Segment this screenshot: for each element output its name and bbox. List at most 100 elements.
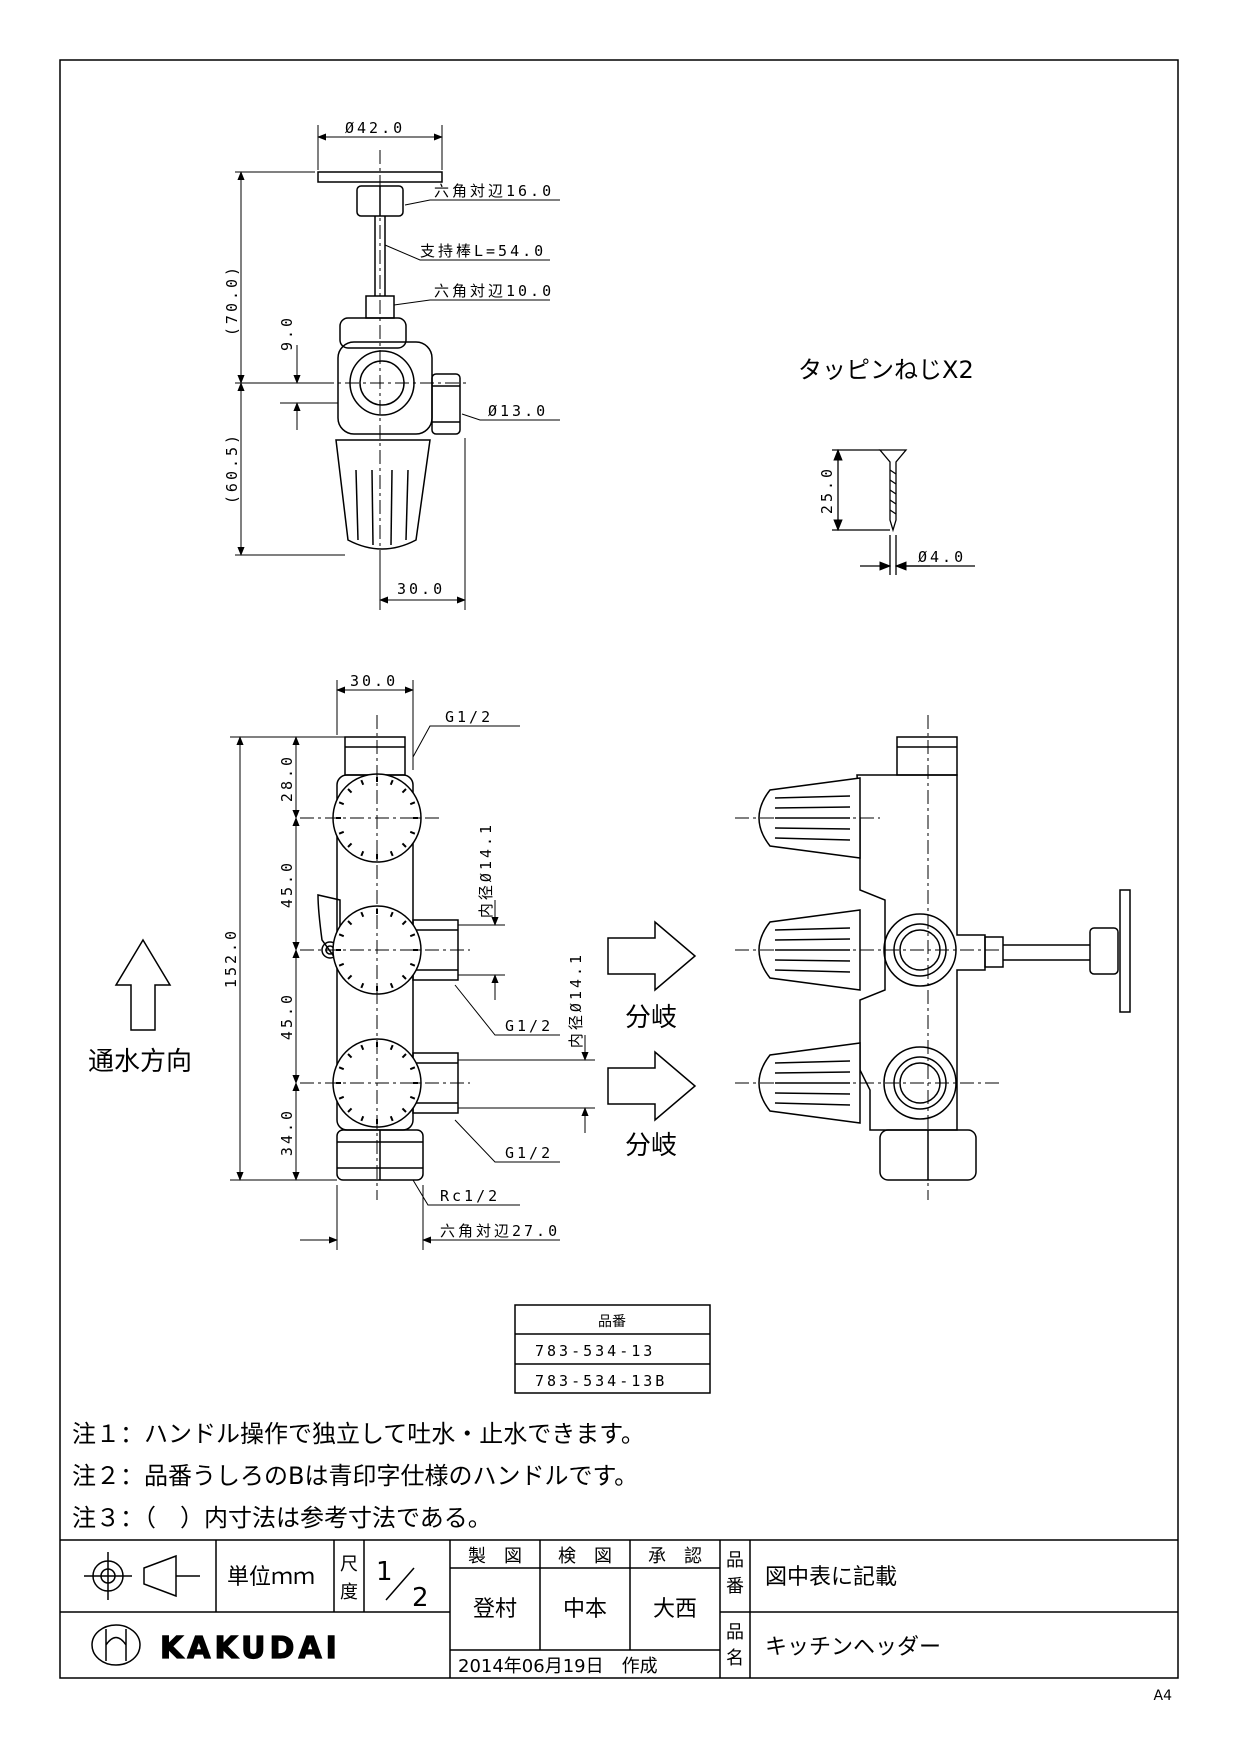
knob-tick — [347, 1053, 353, 1059]
part-number-2: 783-534-13B — [535, 1372, 667, 1390]
drawn-by: 登村 — [473, 1597, 517, 1622]
drawing-date: 2014年06月19日 作成 — [458, 1656, 658, 1677]
knob-tick — [360, 1115, 365, 1122]
note-1: 注１：ハンドル操作で独立して吐水・止水できます。 — [72, 1420, 645, 1448]
side-knob-groove — [774, 1060, 851, 1064]
knob-tick — [338, 933, 345, 938]
company-name: KAKUDAI — [160, 1631, 341, 1666]
screw-title: タッピンねじX2 — [798, 356, 974, 384]
dim-hex-bottom: 六角対辺10.0 — [434, 282, 554, 300]
side-knob-groove — [774, 1102, 851, 1106]
dim-inner-dia-2: 内径Ø14.1 — [567, 952, 585, 1048]
side-knob-groove — [774, 938, 851, 941]
product-name: キッチンヘッダー — [765, 1635, 941, 1660]
side-knob-groove — [774, 795, 851, 799]
side-knob-groove — [774, 1071, 851, 1074]
dim-width-top: 30.0 — [397, 580, 445, 598]
part-number-1: 783-534-13 — [535, 1342, 655, 1360]
dim-outlet-dia: Ø13.0 — [488, 402, 548, 420]
side-view — [856, 736, 1131, 1181]
top-view — [317, 171, 461, 550]
scale-label-1: 尺 — [340, 1554, 358, 1575]
drawn-label: 製 図 — [468, 1546, 522, 1567]
branch-label-2: 分岐 — [625, 1131, 677, 1161]
screw-length: 25.0 — [818, 466, 836, 514]
knob-tick — [409, 962, 416, 967]
knob-tick — [401, 920, 407, 926]
title-block — [60, 1539, 1178, 1678]
top-thread — [344, 736, 406, 776]
knob-tick — [360, 779, 365, 786]
knob-tick — [360, 850, 365, 857]
dim-inner-dia-1: 内径Ø14.1 — [477, 822, 495, 918]
dim-thread-top: G1/2 — [445, 708, 493, 726]
screw-dia: Ø4.0 — [918, 548, 966, 566]
knob-tick — [338, 1095, 345, 1100]
sheet-border — [59, 59, 1179, 1679]
scale-label-2: 度 — [340, 1582, 358, 1603]
checked-by: 中本 — [563, 1597, 607, 1622]
knob-tick — [347, 1107, 353, 1113]
knob-tick — [401, 788, 407, 794]
name-label-2: 名 — [726, 1648, 744, 1669]
knob-tick — [409, 830, 416, 835]
dim-total: 152.0 — [222, 928, 240, 988]
dim-front-width: 30.0 — [350, 672, 398, 690]
dim-pitch-2: 45.0 — [278, 992, 296, 1040]
dim-offset: 9.0 — [278, 315, 296, 351]
outlet-port — [431, 373, 461, 435]
dim-pitch-1: 45.0 — [278, 860, 296, 908]
valve-body — [337, 341, 433, 435]
branch-arrow-2 — [607, 1050, 697, 1122]
part-no-label-1: 品 — [726, 1550, 744, 1571]
branch-label-1: 分岐 — [625, 1003, 677, 1033]
side-knob-groove — [774, 927, 851, 931]
side-knob-groove — [774, 837, 851, 841]
knob-tick — [409, 933, 416, 938]
knob-tick — [347, 974, 353, 980]
sheet-size: A4 — [1154, 1688, 1173, 1704]
side-knob-groove — [774, 806, 851, 809]
side-knob-groove — [774, 959, 851, 962]
flow-direction-arrow — [114, 938, 172, 1031]
branch-arrow-1 — [607, 920, 697, 992]
scale-numerator: 1 — [376, 1557, 393, 1587]
part-no-value: 図中表に記載 — [765, 1565, 897, 1590]
approved-by: 大西 — [653, 1597, 697, 1622]
dim-pitch-bottom: 34.0 — [278, 1108, 296, 1156]
part-table-header: 品番 — [598, 1314, 626, 1330]
knob-tick — [389, 1044, 394, 1051]
knob-tick — [338, 801, 345, 806]
unit-label: 単位ｍｍ — [227, 1565, 315, 1590]
knob-tick — [338, 830, 345, 835]
knob — [335, 439, 431, 550]
scale-denominator: 2 — [412, 1583, 429, 1613]
side-knobs — [758, 777, 861, 1124]
knob-tick — [347, 788, 353, 794]
dim-thread-inlet: Rc1/2 — [440, 1187, 500, 1205]
side-knob-groove — [774, 969, 851, 973]
knob-tick — [401, 974, 407, 980]
checked-label: 検 図 — [558, 1546, 612, 1567]
dim-thread-low: G1/2 — [505, 1144, 553, 1162]
dim-hex-nut: 六角対辺27.0 — [440, 1222, 560, 1240]
dim-pitch-top: 28.0 — [278, 754, 296, 802]
screw — [832, 448, 975, 575]
side-body — [856, 774, 986, 1131]
knob-tick — [409, 1066, 416, 1071]
knob-tick — [389, 850, 394, 857]
knob-tick — [401, 842, 407, 848]
knob-tick — [389, 982, 394, 989]
dim-hex-top: 六角対辺16.0 — [434, 182, 554, 200]
dim-height-lower: (60.5) — [223, 432, 241, 504]
knob-tick — [389, 911, 394, 918]
knob-tick — [389, 1115, 394, 1122]
front-view — [317, 736, 459, 1181]
dim-handle-dia: Ø42.0 — [345, 119, 405, 137]
side-knob-groove — [774, 827, 851, 830]
knob-tick — [401, 1107, 407, 1113]
knob-tick — [338, 1066, 345, 1071]
company-logo — [91, 1624, 141, 1666]
side-knob-groove — [774, 1092, 851, 1095]
